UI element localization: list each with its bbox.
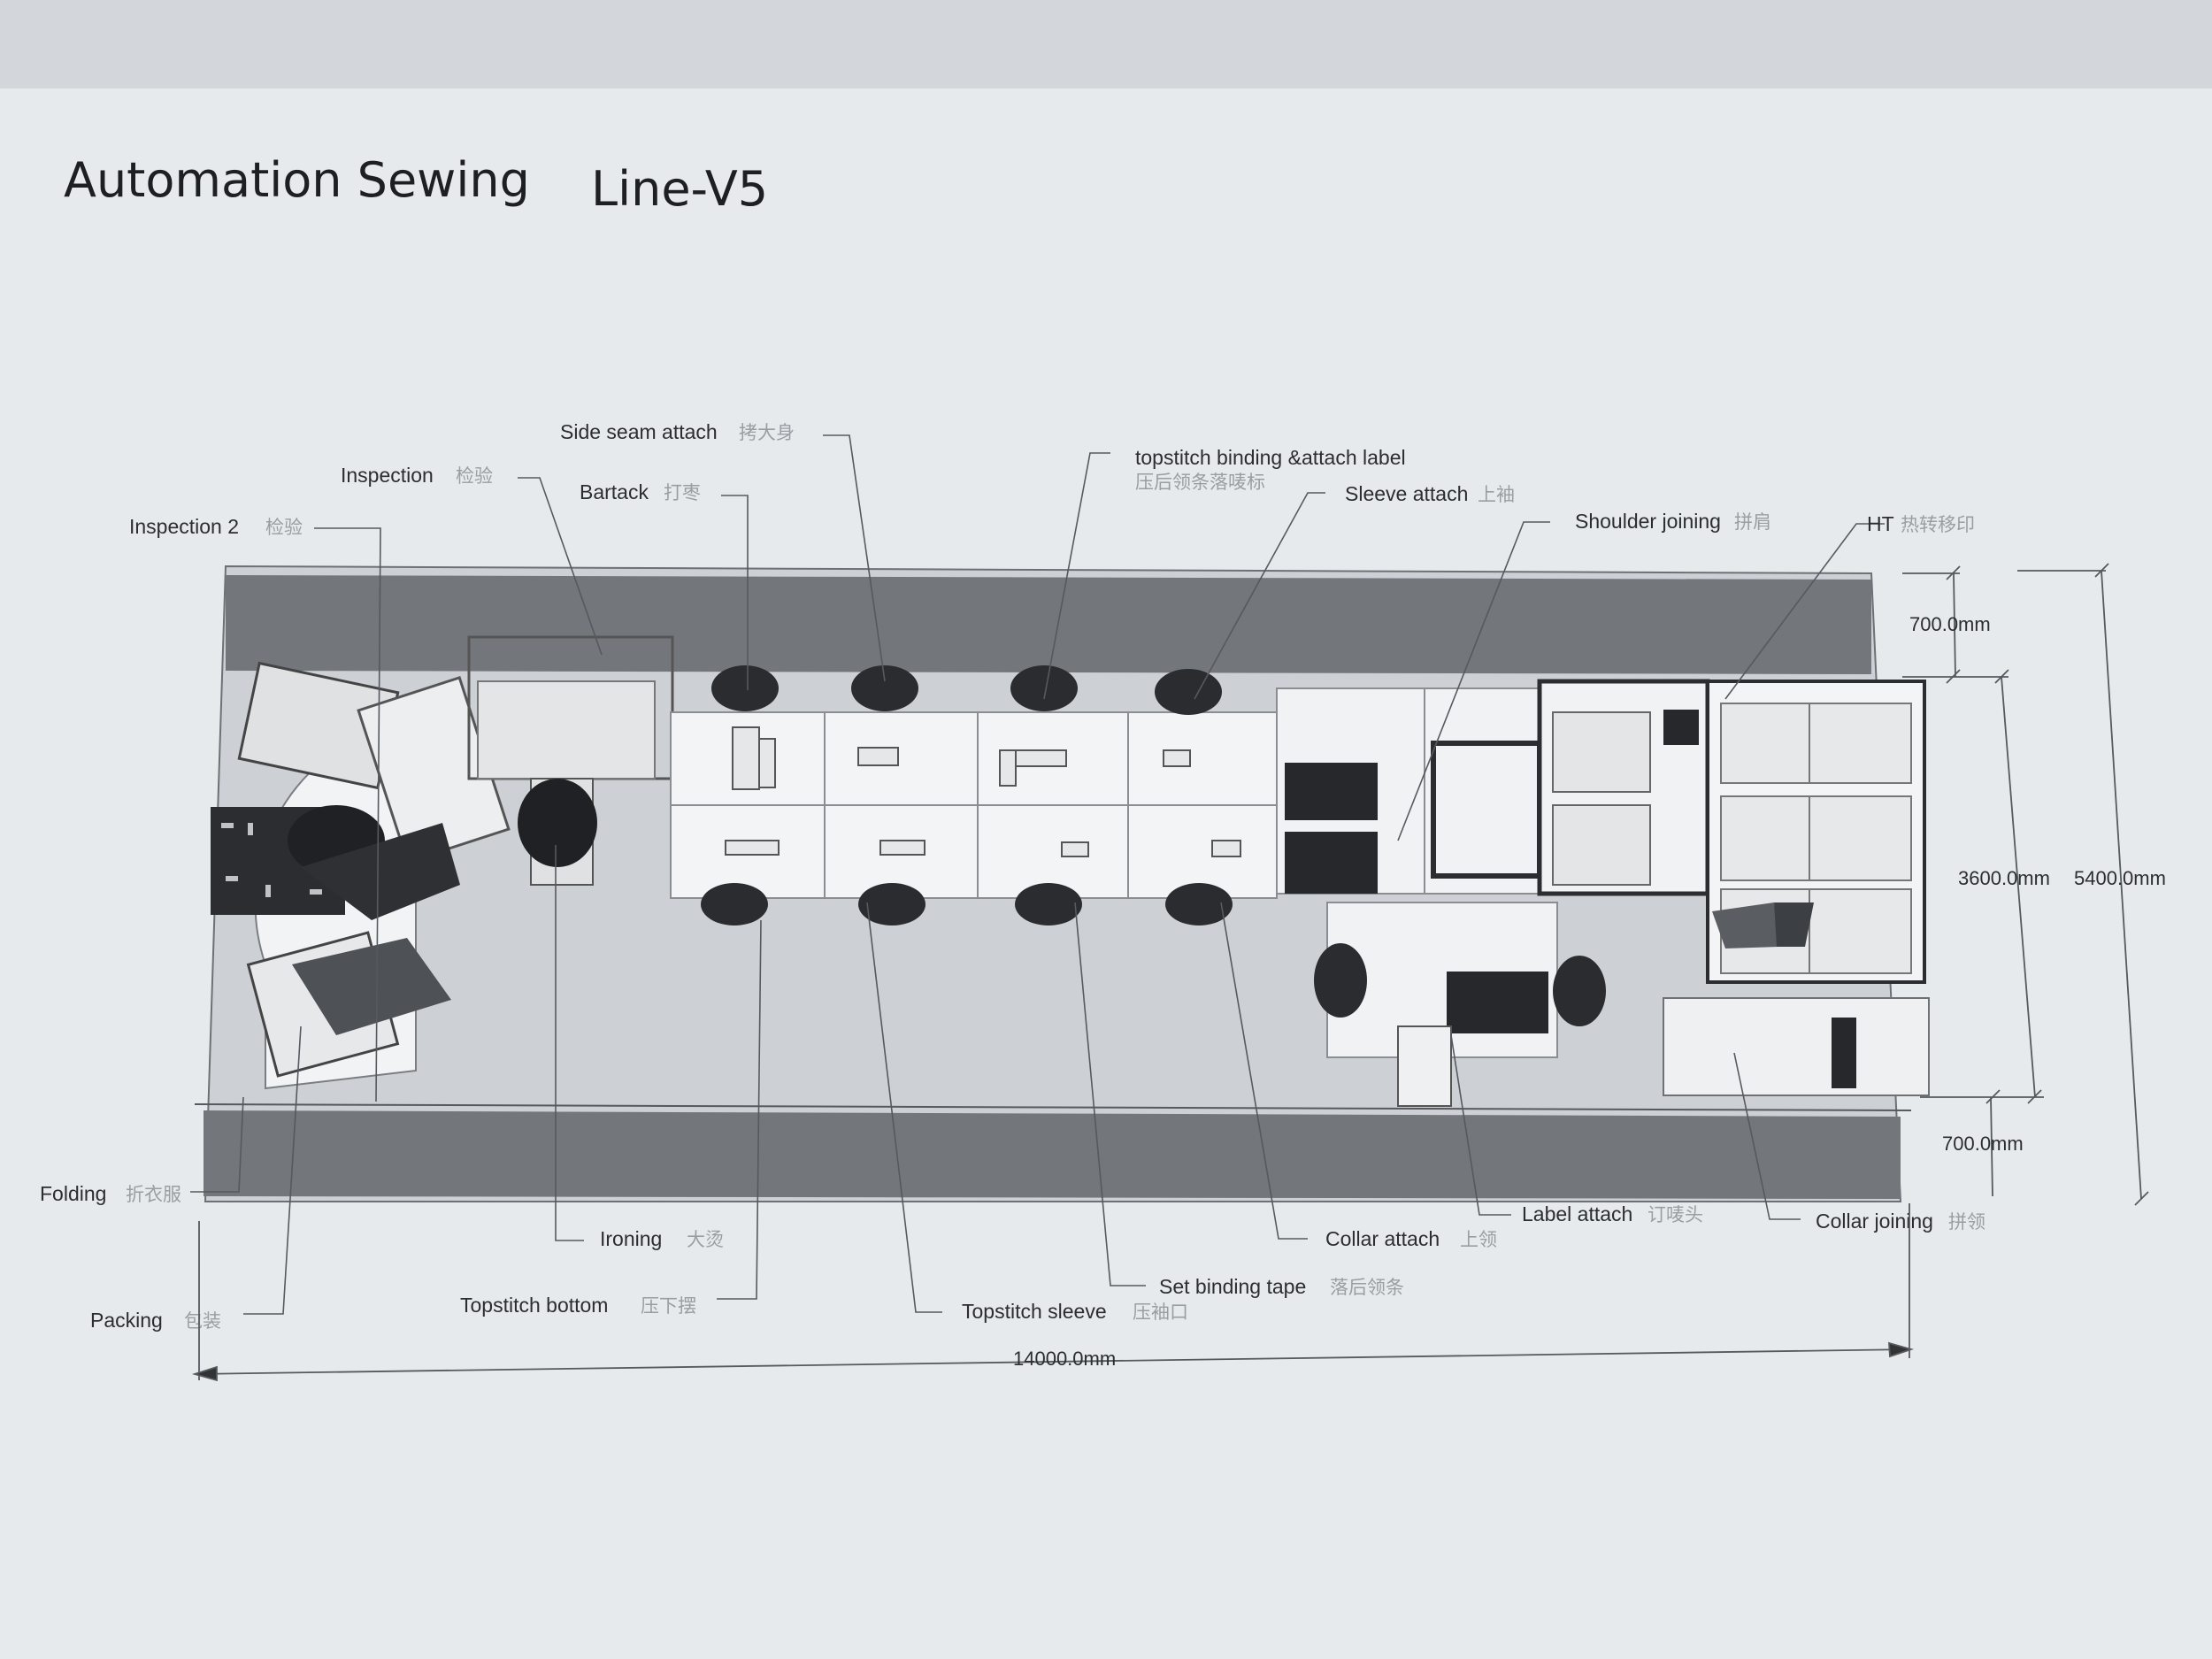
label-shoulder-joining-cn: 拼肩 [1734, 512, 1771, 533]
label-packing-cn: 包装 [184, 1311, 221, 1332]
label-inspection2-cn: 检验 [265, 518, 303, 538]
worker-collar-joining [1553, 956, 1606, 1026]
label-packing: Packing [90, 1309, 163, 1332]
label-inspection-cn: 检验 [456, 466, 493, 487]
label-topstitch-binding-cn: 压后领条落唛标 [1135, 472, 1265, 493]
machine-label [1447, 972, 1548, 1033]
machine-collar-2 [1285, 832, 1378, 894]
label-collar-attach-cn: 上领 [1460, 1230, 1497, 1250]
worker-topstitch-bottom [701, 883, 768, 926]
label-ironing: Ironing [600, 1227, 662, 1250]
label-collar-joining-cn: 拼领 [1948, 1212, 1985, 1233]
station-labels: Side seam attach 拷大身 Inspection 检验 Barta… [40, 420, 1985, 1332]
label-shoulder-joining: Shoulder joining [1575, 510, 1721, 533]
worker-sideseam-2 [851, 665, 918, 711]
title-version: Line-V5 [591, 161, 768, 217]
label-side-seam: Side seam attach [560, 420, 718, 443]
label-ht-cn: 热转移印 [1901, 515, 1975, 535]
label-inspection2: Inspection 2 [129, 515, 239, 538]
label-collar-attach: Collar attach [1325, 1227, 1440, 1250]
label-ht: HT [1867, 512, 1894, 535]
label-label-attach-cn: 订唛头 [1647, 1205, 1703, 1225]
label-bartack-cn: 打枣 [664, 483, 701, 503]
worker-label [1314, 943, 1367, 1018]
dim-aisle-top: 700.0mm [1909, 613, 1991, 635]
label-side-seam-cn: 拷大身 [739, 423, 795, 443]
label-topstitch-binding: topstitch binding &attach label [1135, 446, 1406, 469]
label-topstitch-sleeve-cn: 压袖口 [1133, 1302, 1188, 1323]
paper-top-edge [0, 0, 2212, 88]
worker-set-binding [1015, 883, 1082, 926]
dim-aisle-bottom: 700.0mm [1942, 1133, 2024, 1155]
sewing-tables [670, 665, 1278, 926]
top-aisle [226, 575, 1871, 674]
label-bartack: Bartack [580, 480, 649, 503]
finishing-area [211, 635, 674, 1090]
label-inspection: Inspection [341, 464, 434, 487]
worker-side-seam [711, 665, 779, 711]
dim-total-depth: 5400.0mm [2074, 867, 2166, 889]
label-collar-joining: Collar joining [1816, 1210, 1933, 1233]
worker-sleeve [1155, 669, 1222, 715]
dim-inner-depth: 3600.0mm [1958, 867, 2050, 889]
label-ironing-cn: 大烫 [687, 1230, 724, 1250]
label-sleeve-attach: Sleeve attach [1345, 482, 1468, 505]
label-folding: Folding [40, 1182, 106, 1205]
worker-ironing [518, 779, 597, 867]
bottom-aisle [204, 1110, 1901, 1199]
automation-area [1276, 679, 1930, 1107]
label-label-attach: Label attach [1522, 1202, 1632, 1225]
worker-topstitch-binding [1010, 665, 1078, 711]
label-topstitch-bottom-cn: 压下摆 [641, 1296, 696, 1317]
label-topstitch-sleeve: Topstitch sleeve [962, 1300, 1107, 1323]
dim-width-total: 14000.0mm [1013, 1348, 1116, 1370]
collar-joining-unit [1663, 997, 1930, 1096]
label-topstitch-bottom: Topstitch bottom [460, 1294, 608, 1317]
worker-topstitch-sleeve [858, 883, 926, 926]
dimension-labels: 14000.0mm 700.0mm 700.0mm 3600.0mm 5400.… [1013, 613, 2166, 1370]
label-set-binding: Set binding tape [1159, 1275, 1306, 1298]
label-sleeve-attach-cn: 上袖 [1478, 485, 1515, 505]
leader-lines [190, 434, 1885, 1315]
label-set-binding-cn: 落后领条 [1330, 1278, 1404, 1298]
dimension-lines [191, 563, 2149, 1382]
packing-shadow [292, 938, 451, 1035]
title-main: Automation Sewing [64, 152, 530, 208]
label-folding-cn: 折衣服 [126, 1185, 181, 1205]
machine-collar-1 [1285, 763, 1378, 820]
worker-collar-attach [1165, 883, 1233, 926]
